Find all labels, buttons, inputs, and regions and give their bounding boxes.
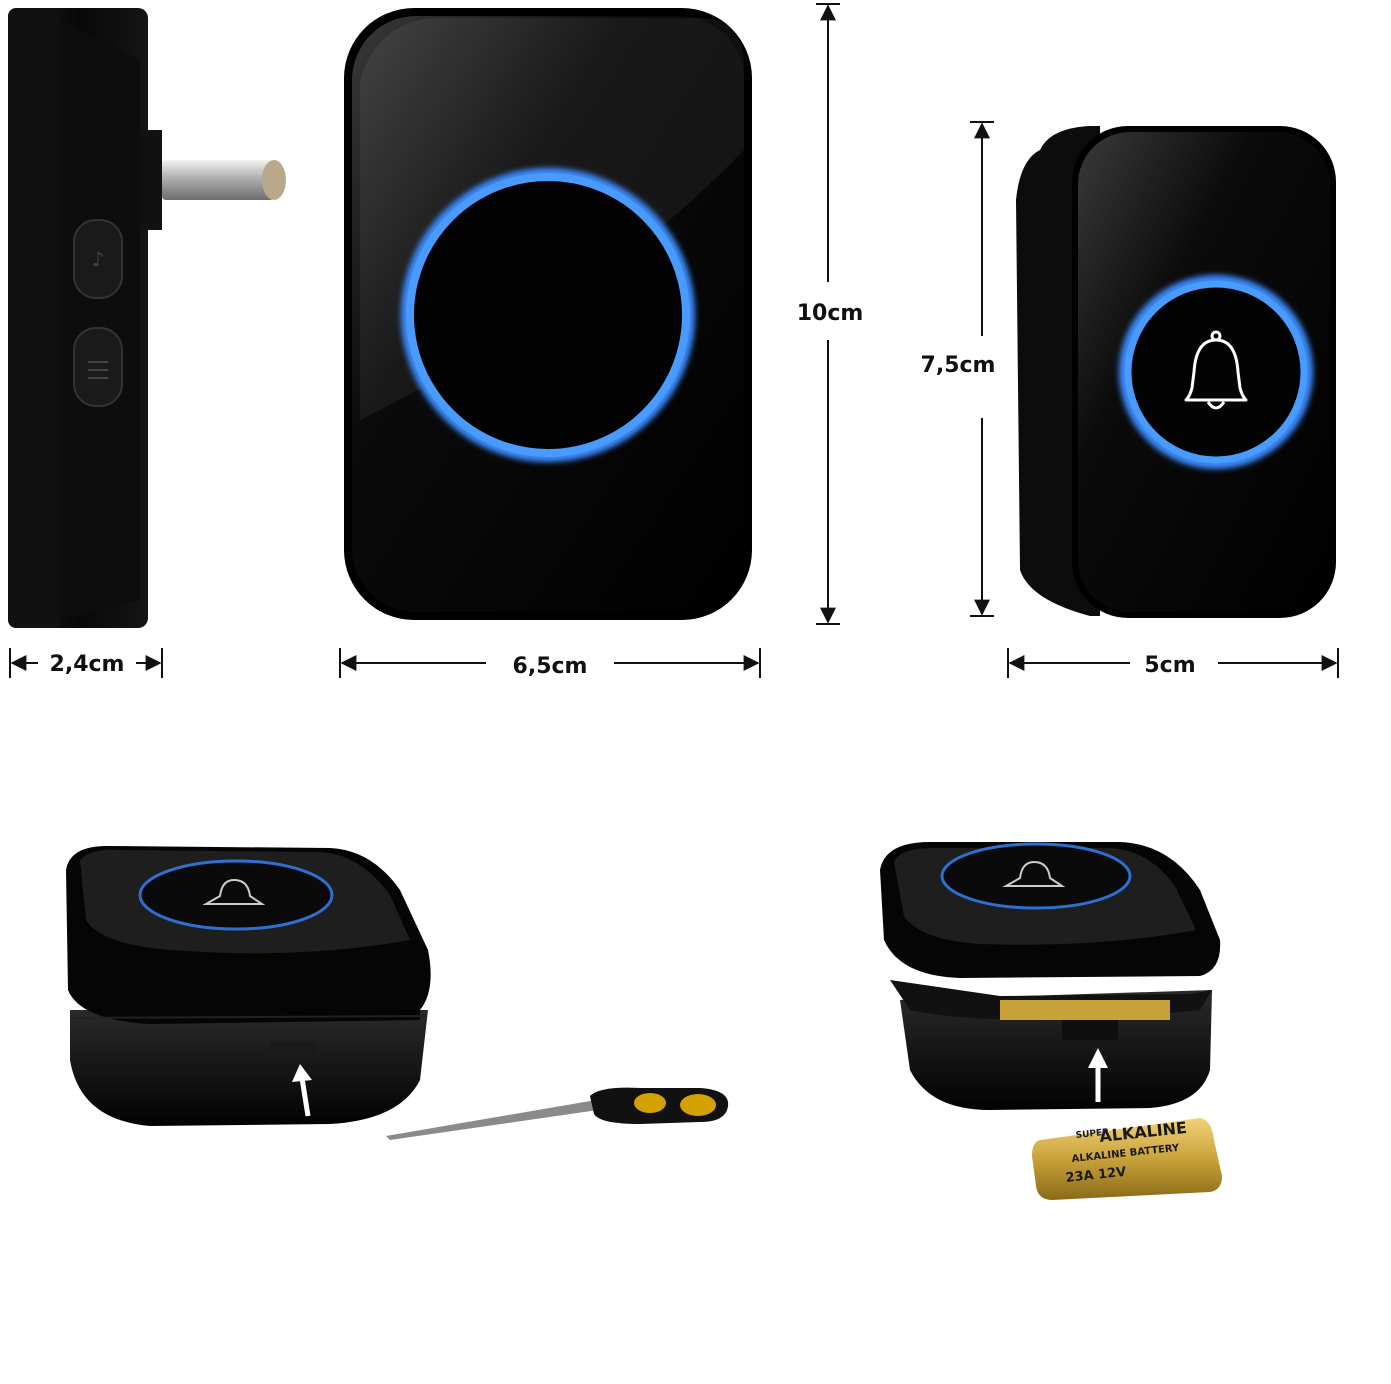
bell-icon — [1002, 860, 1066, 887]
arrow-up-icon — [292, 1064, 312, 1117]
button-closed-perspective — [66, 845, 431, 1126]
button-opened-perspective — [880, 842, 1221, 1110]
volume-icon — [88, 361, 108, 379]
screwdriver-shaft — [386, 1100, 598, 1140]
label-7-5cm: 7,5cm — [921, 353, 996, 378]
dimension-button-width: 5cm — [1007, 648, 1339, 678]
push-button-led-ring[interactable] — [1124, 280, 1308, 464]
button-opened-latch — [1062, 1020, 1118, 1040]
push-button-view: 7,5cm 5cm — [921, 121, 1339, 678]
screwdriver-grip-2 — [680, 1094, 716, 1116]
battery-compartment — [1000, 1000, 1170, 1020]
bell-icon — [202, 878, 266, 905]
receiver-front-view: 6,5cm 10cm — [339, 3, 864, 679]
receiver-side-view: ♪ 2,4cm — [8, 8, 286, 678]
battery-brand-small: SUPER — [1075, 1128, 1109, 1141]
music-note-icon: ♪ — [92, 247, 105, 271]
battery-body — [1032, 1118, 1222, 1200]
label-2-4cm: 2,4cm — [50, 652, 125, 677]
label-10cm: 10cm — [797, 301, 864, 326]
button-closed-led-ring — [138, 859, 334, 931]
button-closed-seam — [69, 1015, 427, 1019]
button-opened-led-ring — [940, 842, 1132, 910]
label-6-5cm: 6,5cm — [513, 654, 588, 679]
screwdriver — [386, 1087, 729, 1140]
screwdriver-grip-1 — [634, 1093, 666, 1113]
battery: SUPER ALKALINE ALKALINE BATTERY 23A 12V — [1032, 1118, 1222, 1200]
arrow-up-icon — [1088, 1048, 1108, 1102]
dimension-receiver-depth: 2,4cm — [9, 648, 163, 678]
plug-pin — [162, 160, 286, 200]
button-closed-lower-shell — [70, 1010, 428, 1126]
receiver-led-ring — [406, 173, 690, 457]
push-button-led-glow — [1119, 275, 1313, 469]
dimension-receiver-width: 6,5cm — [339, 648, 761, 679]
bell-icon — [1184, 330, 1248, 410]
battery-model: 23A 12V — [1065, 1165, 1127, 1186]
dimension-receiver-height: 10cm — [797, 3, 864, 625]
plug-base — [140, 130, 162, 230]
receiver-side-shell — [60, 20, 140, 620]
volume-button[interactable] — [73, 327, 123, 407]
melody-button[interactable]: ♪ — [73, 219, 123, 299]
label-5cm: 5cm — [1144, 653, 1195, 678]
button-closed-latch — [270, 1042, 316, 1056]
receiver-side-front — [8, 8, 60, 628]
dimension-button-height: 7,5cm — [921, 121, 996, 617]
